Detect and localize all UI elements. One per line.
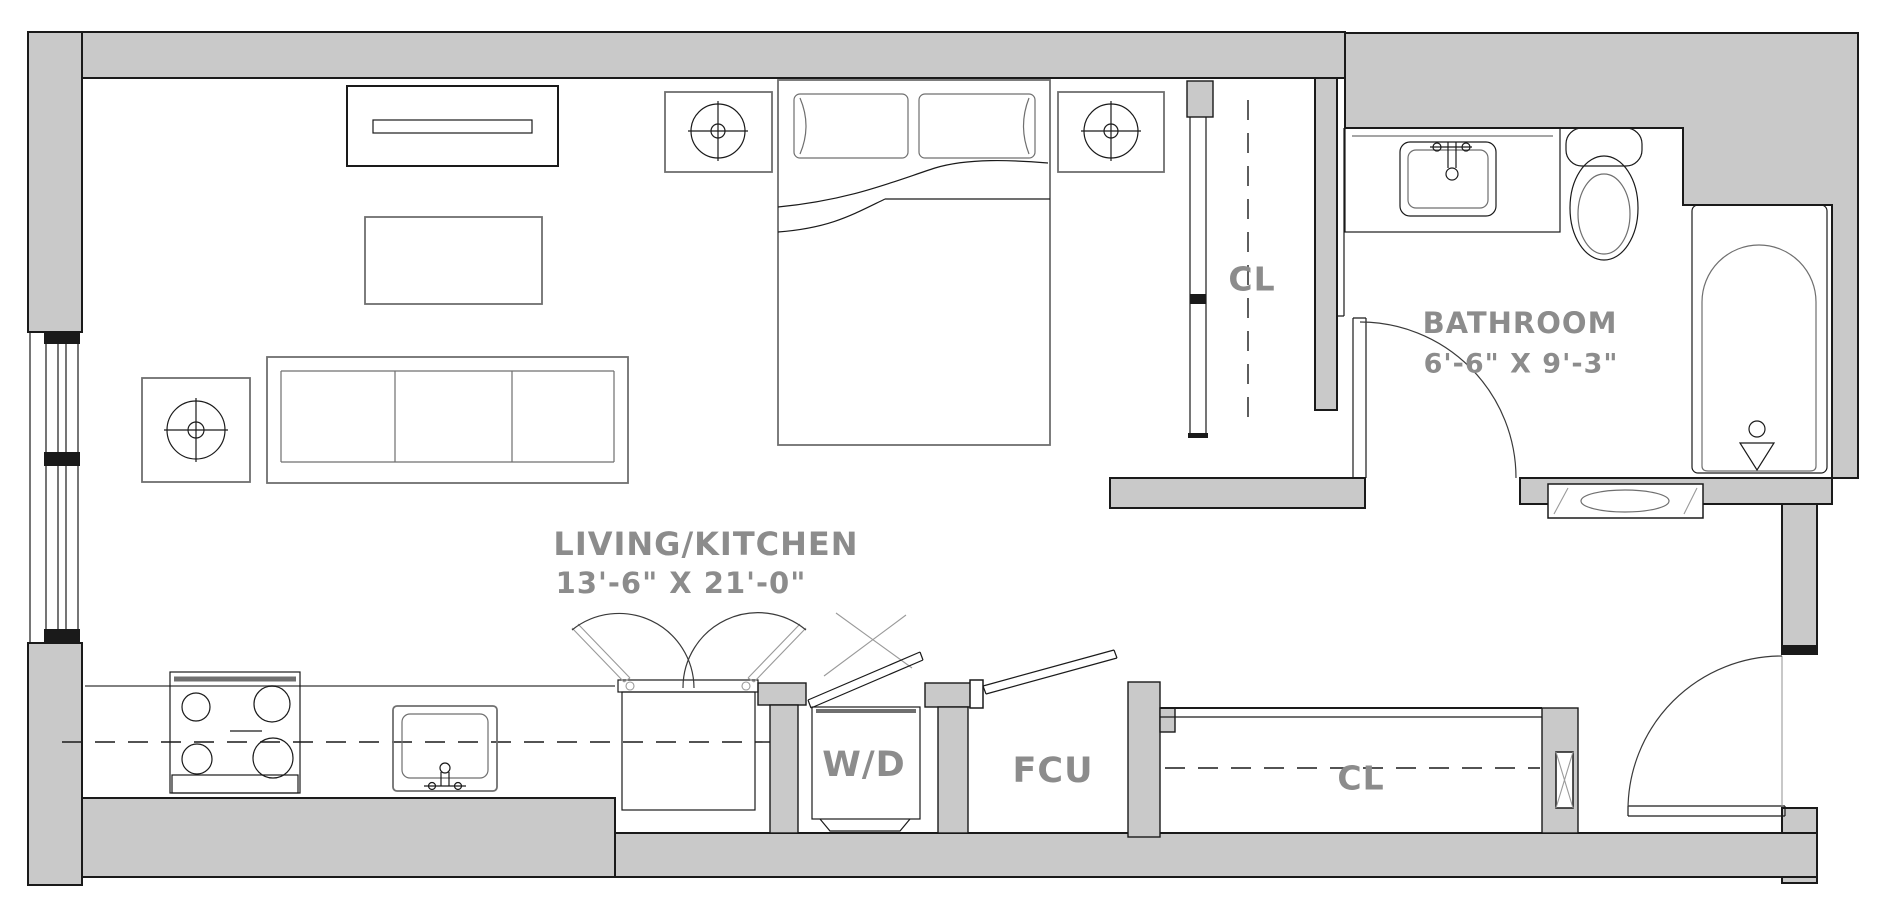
bathtub (1691, 204, 1828, 474)
kitchen-sink (392, 705, 498, 792)
bathroom-door (1352, 317, 1517, 479)
burner (181, 692, 211, 722)
fcu-label: FCU (1012, 751, 1093, 791)
laundry-closet (807, 612, 924, 832)
burner (253, 685, 291, 723)
shower-threshold (1547, 483, 1704, 519)
stove (169, 671, 301, 794)
wd-door-leaf (807, 651, 924, 709)
window-bar-top (44, 332, 80, 344)
laundry-pillar-left-jamb (757, 682, 807, 706)
labels: LIVING/KITCHEN 13'-6" X 21'-0" BATHROOM … (553, 260, 1619, 798)
fcu-pillar-notch (1159, 707, 1176, 733)
pillow-right (918, 93, 1036, 159)
nightstand-left (664, 91, 773, 173)
closet-door-right-leaf (747, 623, 807, 683)
bathroom (1344, 127, 1828, 519)
closet-partition-cap (1188, 433, 1208, 438)
bathroom-door-leaf (1352, 317, 1367, 478)
top-wall (81, 31, 1346, 79)
tub-drain (1748, 420, 1766, 438)
double-door-closet (571, 612, 807, 811)
bathroom-dimensions: 6'-6" X 9'-3" (1424, 349, 1619, 380)
exterior-walls (27, 31, 1859, 886)
pillow-creases (799, 97, 1030, 155)
bathroom-left-wall (1336, 128, 1345, 317)
laundry-pillar-right (937, 706, 969, 834)
left-wall-lower (27, 642, 83, 886)
closet-door-right-arc (682, 612, 807, 689)
faucet-icon (424, 772, 466, 787)
entry-door-leaf (1627, 805, 1786, 817)
window-bar-bottom (44, 629, 80, 643)
living-room-label: LIVING/KITCHEN (553, 525, 858, 563)
top-right-wall-mass (1344, 32, 1859, 479)
interior-walls (757, 77, 1833, 838)
entry-closet (1160, 707, 1574, 809)
kitchen (62, 671, 770, 794)
tv-console (346, 85, 559, 167)
pillow-left (793, 93, 909, 159)
window-mullions (57, 344, 67, 631)
fcu-door-leaf (982, 649, 1118, 695)
window-frame (45, 331, 79, 644)
nightstand-right (1057, 91, 1165, 173)
bathroom-door-swing-arc (1359, 321, 1517, 479)
sofa (266, 356, 629, 484)
closet-bathroom-wall (1314, 77, 1338, 411)
left-wall-upper (27, 31, 83, 333)
burner (252, 737, 294, 779)
faucet-icon (1430, 142, 1472, 168)
hall-closet-label: CL (1228, 260, 1275, 299)
toilet (1565, 127, 1643, 261)
coffee-table (364, 216, 543, 305)
window (29, 331, 80, 644)
hall-wall (1109, 477, 1366, 509)
closet-partition (1189, 117, 1207, 436)
washer-dryer-label: W/D (822, 745, 905, 785)
closet-door-left-arc (571, 612, 695, 689)
bottom-wall-left (81, 797, 616, 878)
wd-fold-lines (823, 612, 913, 677)
closet-door-left-leaf (571, 623, 631, 683)
laundry-pillar-left (769, 704, 799, 834)
washer-dryer (811, 706, 921, 832)
side-table-lamp (141, 377, 251, 483)
blanket-fold (777, 159, 1050, 233)
entry-door-swing-arc (1627, 655, 1783, 811)
entry-closet-label: CL (1337, 759, 1384, 798)
burner (181, 743, 213, 775)
bed (777, 79, 1051, 446)
bottom-wall-right (614, 832, 1818, 878)
closet-partition-jog (1190, 294, 1206, 304)
fcu-pillar-right (1127, 681, 1161, 838)
window-bar-middle (44, 452, 80, 466)
fcu-closet (969, 649, 1118, 709)
entry-door (1627, 655, 1786, 817)
closet-stub-wall (1186, 80, 1214, 118)
right-wall-door-cap (1782, 645, 1817, 655)
living-room-dimensions: 13'-6" X 21'-0" (556, 566, 807, 600)
bathroom-label: BATHROOM (1423, 306, 1618, 340)
vanity (1344, 127, 1561, 233)
